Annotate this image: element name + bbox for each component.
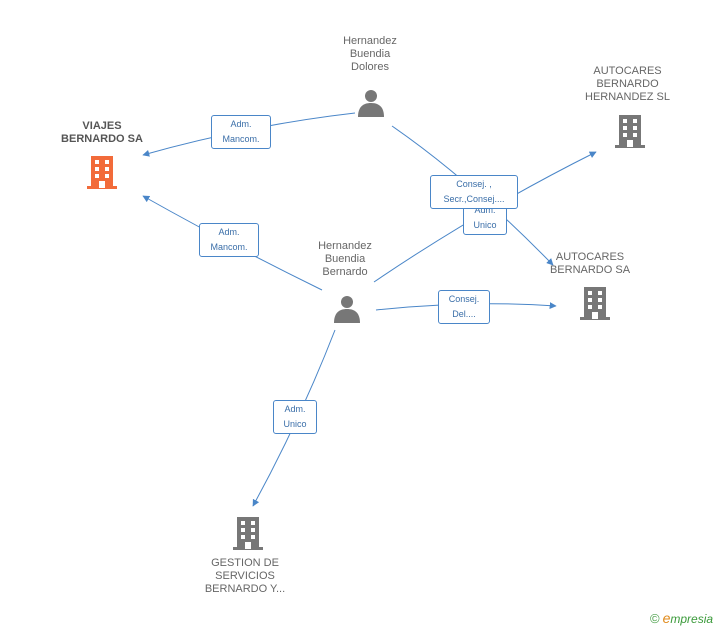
node-label-line: Buendia	[349, 48, 391, 60]
node-label-line: BERNARDO SA	[61, 133, 143, 145]
node-label-line: BERNARDO	[596, 78, 659, 90]
edge-label-line: Adm.	[474, 205, 496, 215]
brand-logo-text: mpresia	[670, 612, 714, 626]
copyright-symbol: ©	[650, 611, 660, 626]
node-label-line: GESTION DE	[211, 557, 279, 569]
building-icon	[580, 287, 610, 320]
edge-label-line: Consej.	[448, 294, 480, 304]
person-icon	[334, 296, 360, 323]
building-icon	[615, 115, 645, 148]
edge-label-line: Adm.	[218, 227, 240, 237]
node-label-autocares-sl[interactable]: AUTOCARES BERNARDO HERNANDEZ SL	[575, 65, 680, 104]
node-label-line: BERNARDO SA	[549, 264, 631, 276]
node-label-line: SERVICIOS	[215, 570, 275, 582]
node-label-gestion-servicios[interactable]: GESTION DE SERVICIOS BERNARDO Y...	[195, 557, 295, 596]
node-label-hernandez-bernardo[interactable]: Hernandez Buendia Bernardo	[295, 240, 395, 279]
building-icon	[233, 517, 263, 550]
edge-label-line: Mancom.	[210, 242, 248, 252]
building-icon	[87, 156, 117, 189]
edge-label-bernardo-autocares-sa[interactable]: Consej. Del....	[438, 290, 490, 324]
edge-label-line: Unico	[283, 419, 307, 429]
node-label-line: HERNANDEZ SL	[585, 91, 670, 103]
edge-label-line: Consej. ,	[456, 179, 492, 189]
node-label-line: VIAJES	[82, 120, 122, 132]
node-label-line: AUTOCARES	[593, 65, 662, 77]
edge-label-line: Secr.,Consej....	[443, 194, 505, 204]
edge-label-line: Del....	[452, 309, 476, 319]
edge-label-bernardo-gestion[interactable]: Adm. Unico	[273, 400, 317, 434]
edge-label-line: Adm.	[284, 404, 306, 414]
node-label-autocares-sa[interactable]: AUTOCARES BERNARDO SA	[540, 251, 640, 277]
edge-label-dolores-viajes[interactable]: Adm. Mancom.	[211, 115, 271, 149]
brand-logo-initial: e	[662, 610, 671, 626]
node-label-line: BERNARDO Y...	[204, 583, 286, 595]
footer-credit: ©empresia	[650, 610, 713, 626]
node-label-line: Bernardo	[322, 266, 368, 278]
node-label-line: Dolores	[351, 61, 389, 73]
node-label-line: Hernandez	[318, 240, 372, 252]
edge-label-line: Mancom.	[222, 134, 260, 144]
edges	[142, 112, 597, 507]
edge-label-line: Adm.	[230, 119, 252, 129]
node-label-hernandez-dolores[interactable]: Hernandez Buendia Dolores	[320, 35, 420, 74]
node-label-line: Buendia	[324, 253, 366, 265]
person-icon	[358, 90, 384, 117]
node-label-line: Hernandez	[343, 35, 397, 47]
edge-label-bernardo-viajes[interactable]: Adm. Mancom.	[199, 223, 259, 257]
node-label-line: AUTOCARES	[555, 251, 625, 263]
node-label-viajes-bernardo[interactable]: VIAJES BERNARDO SA	[52, 120, 152, 146]
edge-label-line: Unico	[473, 220, 497, 230]
edge-label-dolores-autocares[interactable]: Consej. , Secr.,Consej....	[430, 175, 518, 209]
